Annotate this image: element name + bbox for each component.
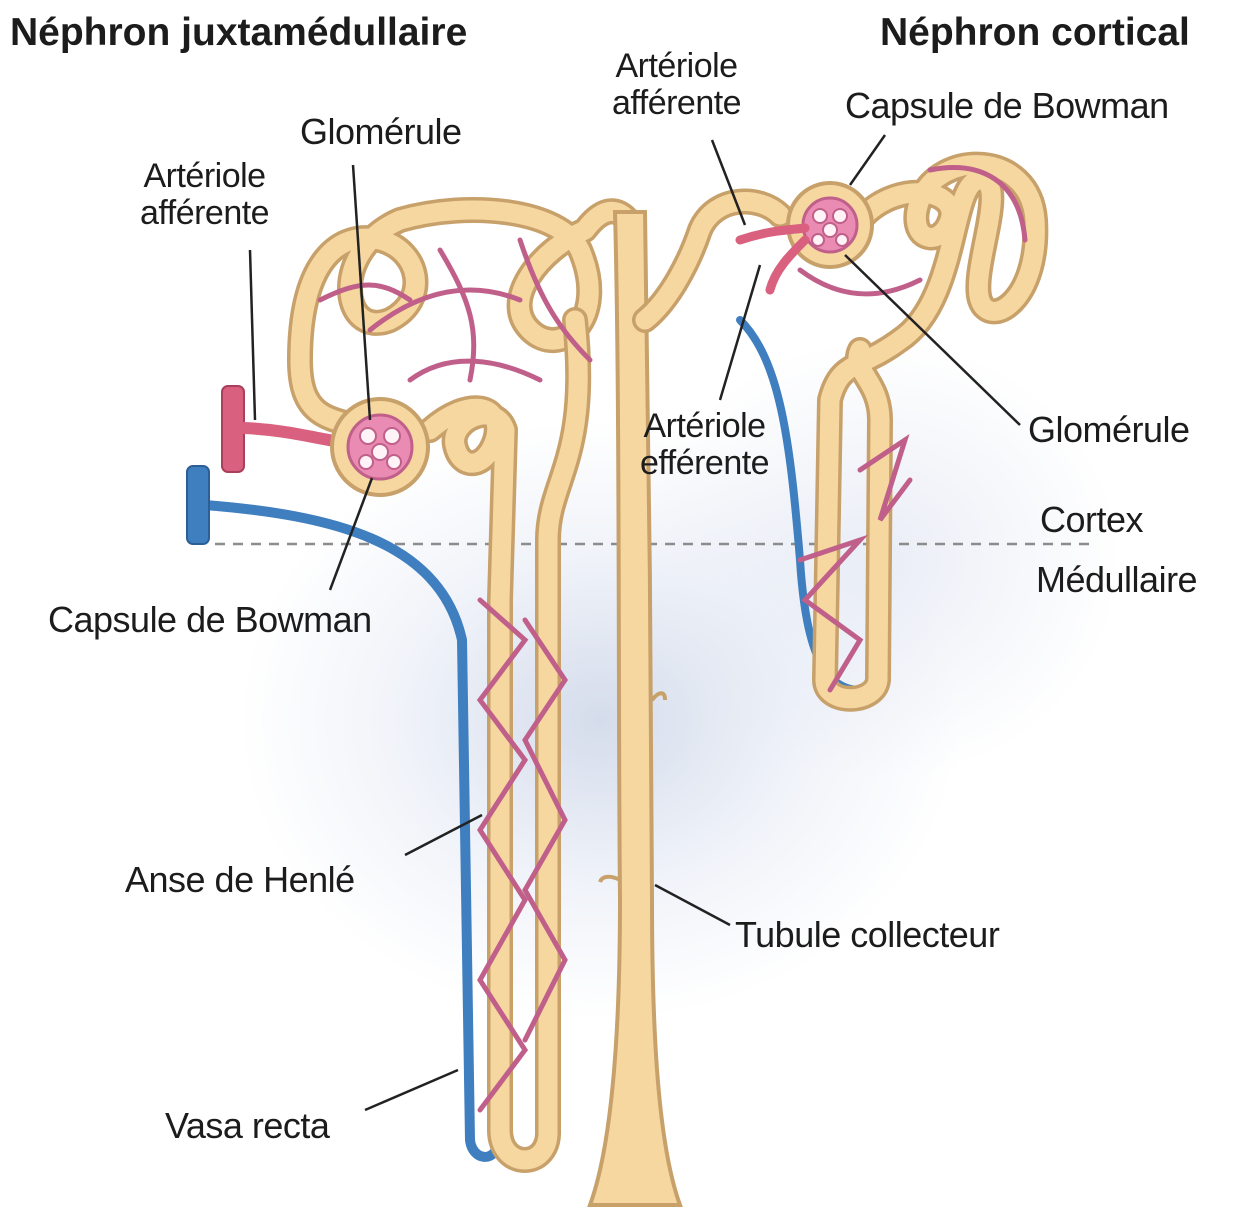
label-glomerule-right: Glomérule xyxy=(1028,410,1190,450)
label-arteriole-afferente-left-line1: Artériole xyxy=(140,158,269,195)
cortical-nephron xyxy=(740,165,1035,699)
label-tubule-collecteur: Tubule collecteur xyxy=(735,915,999,955)
label-capsule-bowman-left: Capsule de Bowman xyxy=(48,600,372,640)
vein-stub xyxy=(187,466,209,544)
label-arteriole-afferente-left: Artériole afférente xyxy=(140,158,269,233)
label-cortex: Cortex xyxy=(1040,500,1143,540)
label-vasa-recta: Vasa recta xyxy=(165,1106,329,1146)
label-medullaire: Médullaire xyxy=(1036,560,1197,600)
title-juxtamedullary-nephron: Néphron juxtamédullaire xyxy=(10,12,467,55)
collecting-tubule xyxy=(590,201,780,1205)
label-glomerule-left: Glomérule xyxy=(300,112,462,152)
label-arteriole-efferente-line1: Artériole xyxy=(640,408,769,445)
label-arteriole-afferente-right: Artériole afférente xyxy=(612,48,741,123)
label-anse-henle: Anse de Henlé xyxy=(125,860,355,900)
label-capsule-bowman-right: Capsule de Bowman xyxy=(845,86,1169,126)
label-arteriole-efferente: Artériole efférente xyxy=(640,408,769,483)
label-arteriole-afferente-right-line2: afférente xyxy=(612,85,741,122)
label-arteriole-afferente-left-line2: afférente xyxy=(140,195,269,232)
label-arteriole-afferente-right-line1: Artériole xyxy=(612,48,741,85)
label-arteriole-efferente-line2: efférente xyxy=(640,445,769,482)
title-cortical-nephron: Néphron cortical xyxy=(880,12,1190,55)
